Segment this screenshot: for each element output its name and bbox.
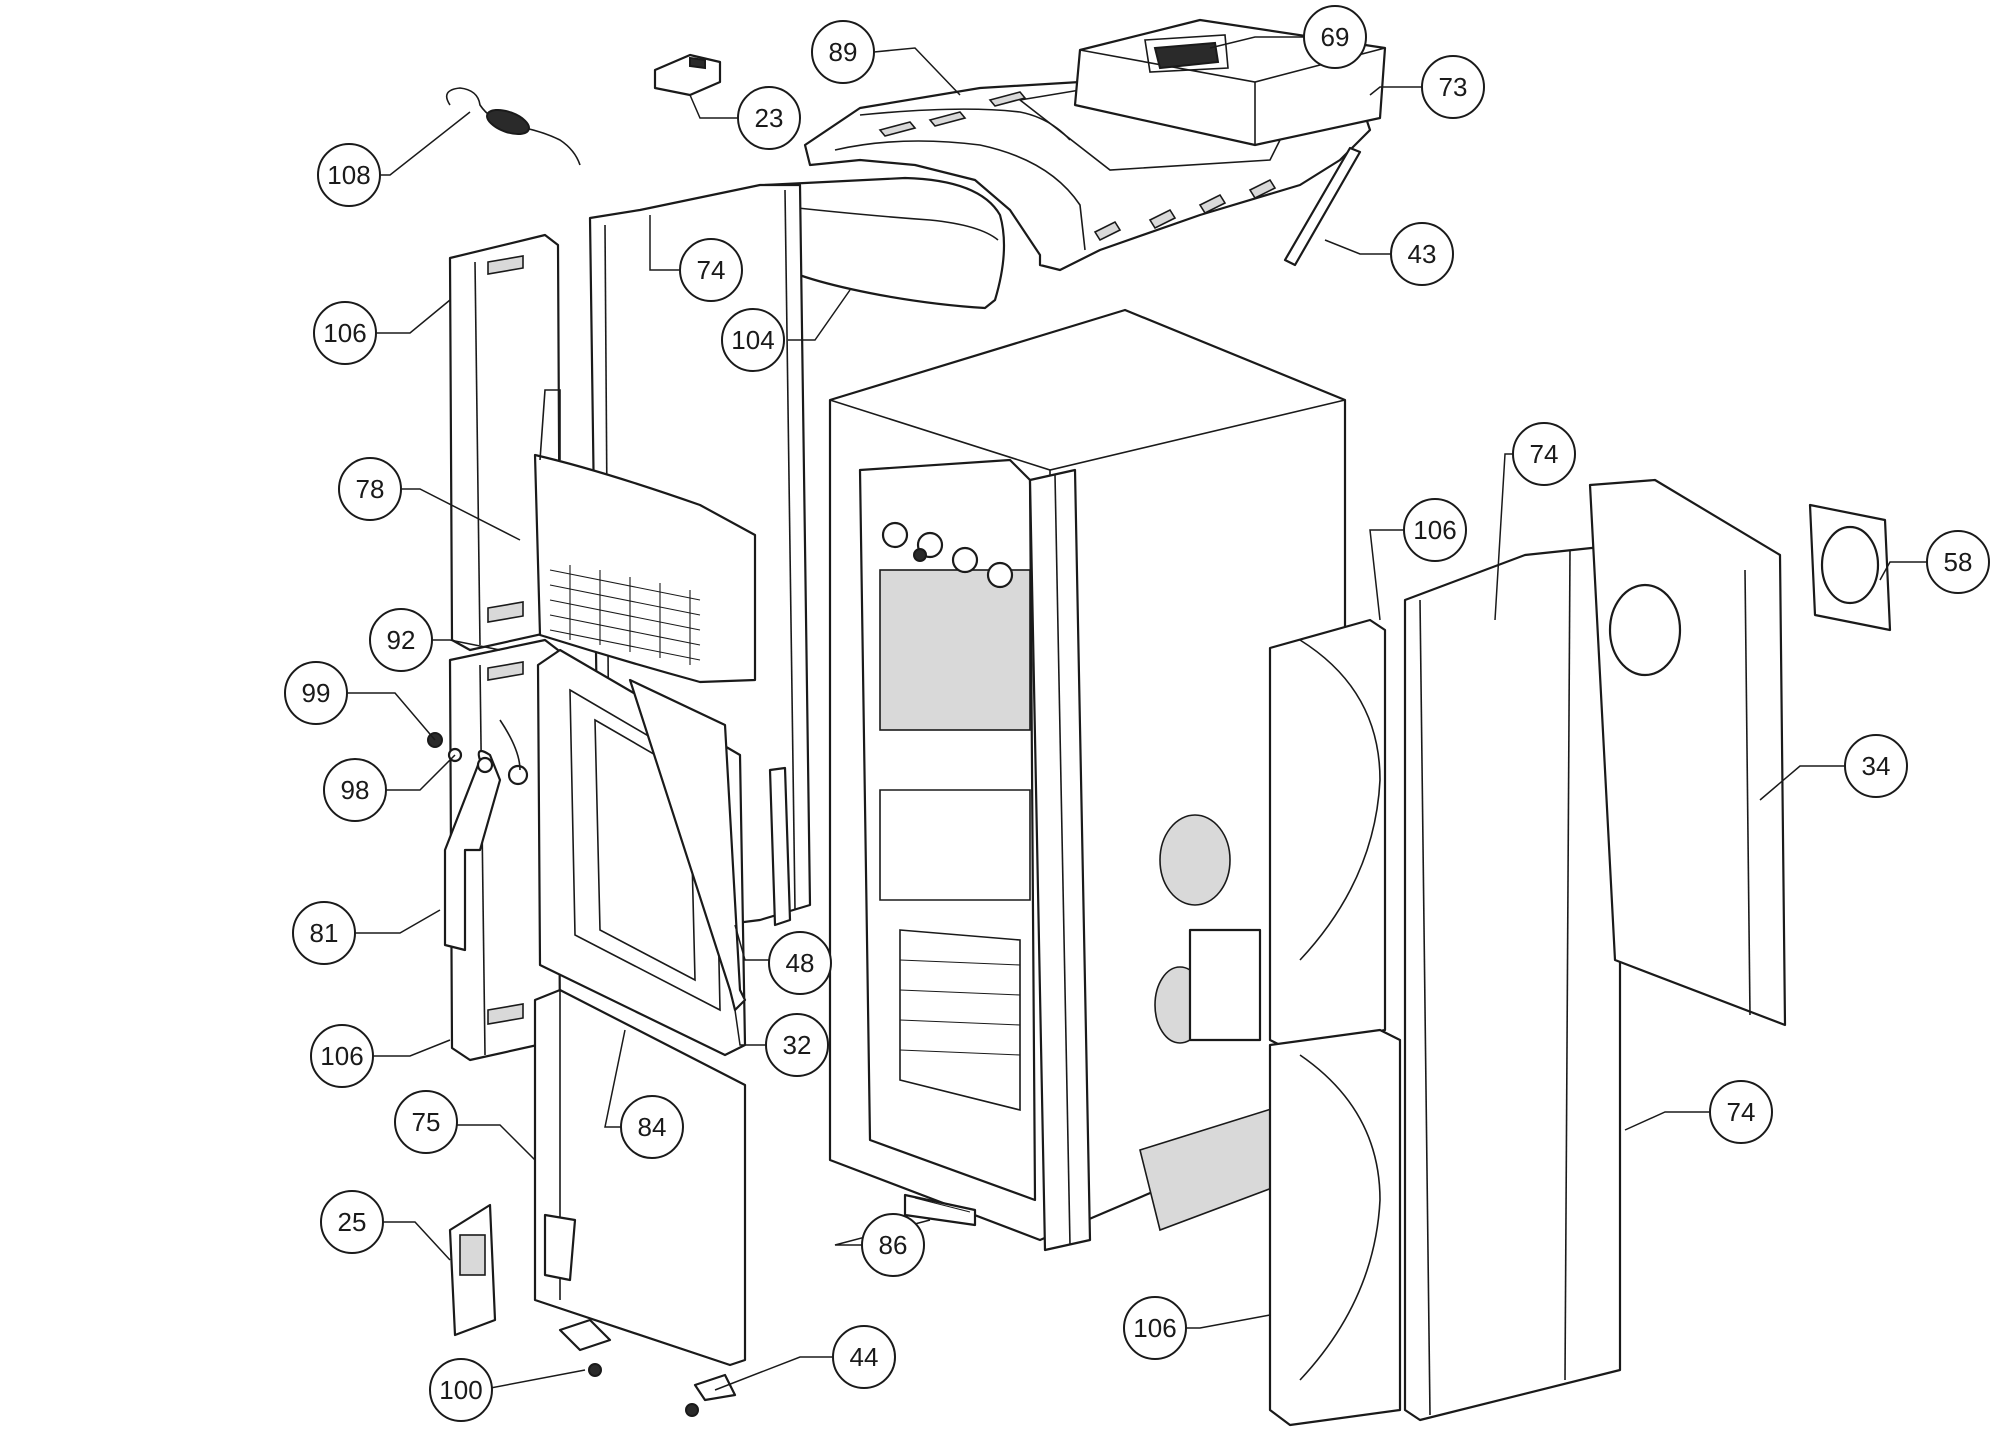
callout-34: 34 bbox=[1844, 734, 1908, 798]
callout-label: 74 bbox=[1727, 1097, 1756, 1127]
callout-73: 73 bbox=[1421, 55, 1485, 119]
callout-label: 89 bbox=[829, 37, 858, 67]
grille-part bbox=[533, 389, 757, 684]
control-panel-part bbox=[448, 1203, 497, 1337]
callout-98: 98 bbox=[323, 758, 387, 822]
callout-106-right: 106 bbox=[1403, 498, 1467, 562]
callout-label: 106 bbox=[323, 318, 366, 348]
callout-label: 43 bbox=[1408, 239, 1437, 269]
callout-label: 25 bbox=[338, 1207, 367, 1237]
callout-81: 81 bbox=[292, 901, 356, 965]
leader-lines bbox=[347, 36, 1927, 1391]
callout-44: 44 bbox=[832, 1325, 896, 1389]
callout-100: 100 bbox=[429, 1358, 493, 1422]
callout-32: 32 bbox=[765, 1013, 829, 1077]
lower-front-panel-part bbox=[533, 988, 747, 1367]
callout-75: 75 bbox=[394, 1090, 458, 1154]
front-cap-part bbox=[763, 176, 1006, 310]
bracket-parts bbox=[558, 1318, 737, 1417]
callout-label: 99 bbox=[302, 678, 331, 708]
callout-label: 81 bbox=[310, 918, 339, 948]
callout-104: 104 bbox=[721, 308, 785, 372]
gasket-part bbox=[768, 766, 792, 927]
callout-label: 106 bbox=[320, 1041, 363, 1071]
callout-label: 86 bbox=[879, 1230, 908, 1260]
callout-48: 48 bbox=[768, 931, 832, 995]
callout-84: 84 bbox=[620, 1095, 684, 1159]
upper-right-narrow-panel-part bbox=[1268, 618, 1387, 1052]
callout-23: 23 bbox=[737, 86, 801, 150]
callout-label: 34 bbox=[1862, 751, 1891, 781]
callout-label: 84 bbox=[638, 1112, 667, 1142]
callout-106-top: 106 bbox=[313, 301, 377, 365]
callout-label: 92 bbox=[387, 625, 416, 655]
door-glass-part bbox=[628, 678, 747, 1012]
callout-106-left: 106 bbox=[310, 1024, 374, 1088]
back-panel-part bbox=[1588, 478, 1787, 1027]
callout-69: 69 bbox=[1303, 5, 1367, 69]
small-box-part bbox=[653, 53, 722, 97]
callout-label: 69 bbox=[1321, 22, 1350, 52]
lower-right-narrow-panel-part bbox=[1268, 1028, 1402, 1427]
callout-label: 58 bbox=[1944, 547, 1973, 577]
callout-74-right: 74 bbox=[1512, 422, 1576, 486]
callout-108: 108 bbox=[317, 143, 381, 207]
upper-left-narrow-panel-part bbox=[448, 233, 562, 652]
callout-label: 48 bbox=[786, 948, 815, 978]
base-bracket-part bbox=[903, 1193, 977, 1227]
callout-label: 75 bbox=[412, 1107, 441, 1137]
callout-label: 100 bbox=[439, 1375, 482, 1405]
callout-label: 106 bbox=[1133, 1313, 1176, 1343]
right-side-panel-part bbox=[1403, 543, 1622, 1422]
callout-label: 73 bbox=[1439, 72, 1468, 102]
callout-label: 104 bbox=[731, 325, 774, 355]
callout-label: 108 bbox=[327, 160, 370, 190]
callout-label: 32 bbox=[783, 1030, 812, 1060]
callout-74-bottom: 74 bbox=[1709, 1080, 1773, 1144]
callout-106-bottom: 106 bbox=[1123, 1296, 1187, 1360]
callout-99: 99 bbox=[284, 661, 348, 725]
callout-label: 78 bbox=[356, 474, 385, 504]
callout-78: 78 bbox=[338, 457, 402, 521]
flange-plate-part bbox=[1808, 503, 1892, 632]
callout-25: 25 bbox=[320, 1190, 384, 1254]
stove-body-part bbox=[828, 308, 1347, 1252]
callout-label: 74 bbox=[1530, 439, 1559, 469]
callout-label: 106 bbox=[1413, 515, 1456, 545]
callout-43: 43 bbox=[1390, 222, 1454, 286]
callout-58: 58 bbox=[1926, 530, 1990, 594]
callout-74-top: 74 bbox=[679, 238, 743, 302]
callout-label: 74 bbox=[697, 255, 726, 285]
lower-left-narrow-panel-part bbox=[443, 638, 562, 1062]
callout-92: 92 bbox=[369, 608, 433, 672]
callout-label: 44 bbox=[850, 1342, 879, 1372]
callout-label: 23 bbox=[755, 103, 784, 133]
cable-part bbox=[445, 87, 581, 166]
callout-label: 98 bbox=[341, 775, 370, 805]
rod-part bbox=[1283, 146, 1362, 267]
callout-86: 86 bbox=[861, 1213, 925, 1277]
callout-89: 89 bbox=[811, 20, 875, 84]
